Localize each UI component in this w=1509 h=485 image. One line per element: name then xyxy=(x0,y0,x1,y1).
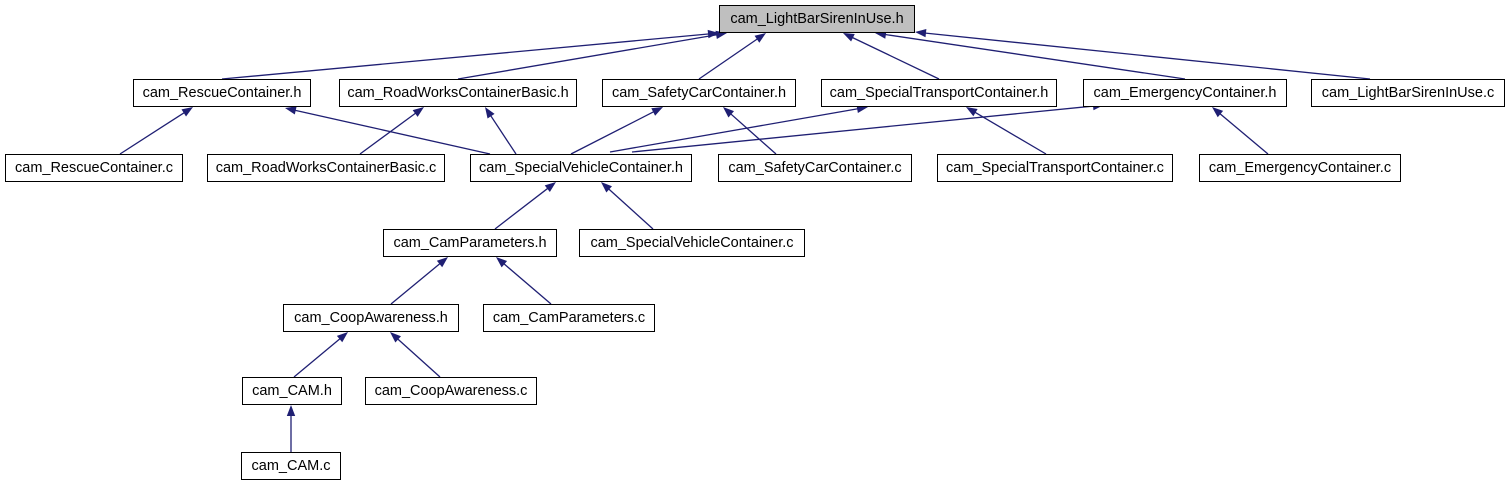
graph-node-specialtransport_h[interactable]: cam_SpecialTransportContainer.h xyxy=(821,79,1057,107)
graph-edge xyxy=(359,112,417,155)
graph-edge xyxy=(924,32,1371,80)
graph-edge-arrowhead xyxy=(285,106,297,115)
graph-edge-arrowhead xyxy=(723,107,735,118)
graph-edge-arrowhead xyxy=(754,33,766,43)
graph-edge xyxy=(973,111,1047,155)
graph-node-coopawareness_h[interactable]: cam_CoopAwareness.h xyxy=(283,304,459,332)
graph-node-label: cam_CamParameters.h xyxy=(393,234,547,251)
graph-node-specialtransport_c[interactable]: cam_SpecialTransportContainer.c xyxy=(937,154,1173,182)
graph-edge xyxy=(457,33,718,80)
graph-edge xyxy=(607,187,654,230)
graph-edge xyxy=(221,33,710,80)
graph-node-emergency_c[interactable]: cam_EmergencyContainer.c xyxy=(1199,154,1401,182)
graph-node-safetycar_h[interactable]: cam_SafetyCarContainer.h xyxy=(602,79,796,107)
graph-edge-arrowhead xyxy=(707,29,719,39)
graph-node-label: cam_RescueContainer.c xyxy=(15,159,173,176)
graph-node-label: cam_EmergencyContainer.h xyxy=(1093,84,1277,101)
graph-node-label: cam_SafetyCarContainer.h xyxy=(611,84,787,101)
graph-edge-arrowhead xyxy=(390,332,401,343)
graph-node-label: cam_LightBarSirenInUse.h xyxy=(730,10,904,27)
graph-edge-arrowhead xyxy=(496,257,508,268)
graph-node-roadworks_c[interactable]: cam_RoadWorksContainerBasic.c xyxy=(207,154,445,182)
graph-node-label: cam_RescueContainer.h xyxy=(142,84,302,101)
graph-edge-arrowhead xyxy=(336,332,348,343)
graph-edge xyxy=(698,37,759,80)
graph-edge-arrowhead xyxy=(181,107,193,117)
graph-edge xyxy=(119,111,186,155)
graph-node-rescue_h[interactable]: cam_RescueContainer.h xyxy=(133,79,311,107)
graph-edge xyxy=(494,187,549,230)
graph-node-coopawareness_c[interactable]: cam_CoopAwareness.c xyxy=(365,377,537,405)
graph-node-lightbar_h[interactable]: cam_LightBarSirenInUse.h xyxy=(719,5,915,33)
graph-edge-arrowhead xyxy=(966,107,978,117)
graph-node-label: cam_SafetyCarContainer.c xyxy=(728,159,902,176)
graph-edge xyxy=(884,33,1186,80)
graph-node-label: cam_SpecialTransportContainer.c xyxy=(946,159,1164,176)
graph-edge-arrowhead xyxy=(915,28,927,38)
graph-node-emergency_h[interactable]: cam_EmergencyContainer.h xyxy=(1083,79,1287,107)
graph-node-label: cam_CamParameters.c xyxy=(492,309,646,326)
graph-edge xyxy=(570,110,655,155)
graph-node-lightbar_c[interactable]: cam_LightBarSirenInUse.c xyxy=(1311,79,1505,107)
graph-edge xyxy=(293,337,342,378)
graph-node-rescue_c[interactable]: cam_RescueContainer.c xyxy=(5,154,183,182)
graph-node-label: cam_LightBarSirenInUse.c xyxy=(1321,84,1495,101)
graph-edge xyxy=(390,262,442,305)
graph-node-label: cam_CoopAwareness.h xyxy=(294,309,448,326)
graph-edge-arrowhead xyxy=(412,107,424,117)
graph-node-specialvehicle_h[interactable]: cam_SpecialVehicleContainer.h xyxy=(470,154,692,182)
graph-edge-arrowhead xyxy=(485,107,495,119)
graph-edge xyxy=(396,337,441,378)
graph-edge-arrowhead xyxy=(651,107,663,116)
graph-node-label: cam_SpecialVehicleContainer.h xyxy=(479,159,683,176)
graph-node-camparams_c[interactable]: cam_CamParameters.c xyxy=(483,304,655,332)
graph-node-label: cam_CoopAwareness.c xyxy=(374,382,528,399)
graph-edge-arrowhead xyxy=(843,33,855,42)
graph-edge xyxy=(631,105,1095,153)
graph-node-roadworks_h[interactable]: cam_RoadWorksContainerBasic.h xyxy=(339,79,577,107)
graph-edge-arrowhead xyxy=(544,182,556,193)
graph-node-safetycar_c[interactable]: cam_SafetyCarContainer.c xyxy=(718,154,912,182)
graph-node-label: cam_CAM.c xyxy=(251,457,331,474)
graph-edge xyxy=(609,107,859,153)
graph-edge-arrowhead xyxy=(436,257,448,268)
graph-edge xyxy=(851,36,940,80)
graph-edge xyxy=(489,114,517,155)
graph-node-label: cam_RoadWorksContainerBasic.h xyxy=(347,84,569,101)
graph-node-specialvehicle_c[interactable]: cam_SpecialVehicleContainer.c xyxy=(579,229,805,257)
graph-edge-arrowhead xyxy=(286,405,296,416)
graph-node-label: cam_RoadWorksContainerBasic.c xyxy=(215,159,437,176)
graph-node-cam_h[interactable]: cam_CAM.h xyxy=(242,377,342,405)
graph-edge xyxy=(502,262,552,305)
graph-node-label: cam_SpecialVehicleContainer.c xyxy=(590,234,794,251)
graph-edge xyxy=(1218,112,1269,155)
graph-edge-arrowhead xyxy=(1212,107,1224,118)
graph-node-label: cam_EmergencyContainer.c xyxy=(1208,159,1392,176)
graph-edge xyxy=(729,112,777,155)
graph-node-cam_c[interactable]: cam_CAM.c xyxy=(241,452,341,480)
graph-edge-arrowhead xyxy=(601,182,612,193)
graph-node-label: cam_SpecialTransportContainer.h xyxy=(829,84,1049,101)
graph-edge xyxy=(294,109,491,155)
graph-node-camparams_h[interactable]: cam_CamParameters.h xyxy=(383,229,557,257)
graph-node-label: cam_CAM.h xyxy=(252,382,332,399)
